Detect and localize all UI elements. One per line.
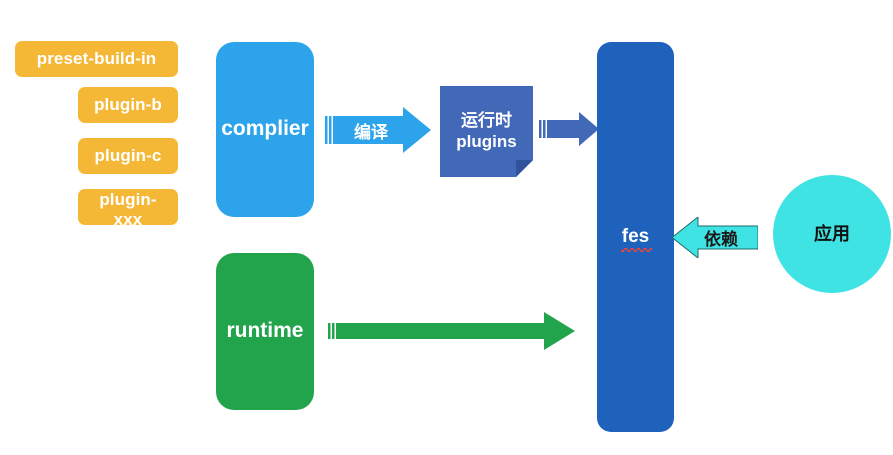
spellcheck-squiggle-icon (620, 247, 653, 252)
plugin-chip-plugin-c[interactable]: plugin-c (78, 138, 178, 174)
folded-corner-shape (440, 86, 533, 177)
arrow-depend[interactable] (671, 215, 759, 260)
node-runtime-label: runtime (226, 319, 304, 343)
node-fes[interactable]: fes (597, 42, 674, 432)
node-runtime[interactable]: runtime (216, 253, 314, 410)
plugin-chip-preset-build-in[interactable]: preset-build-in (15, 41, 178, 77)
plugin-chip-label-line2: xxx (113, 209, 143, 229)
node-runtime-plugins-label-line2: plugins (456, 131, 517, 151)
node-runtime-plugins-label-line1: 运行时 (460, 110, 512, 130)
node-app[interactable]: 应用 (773, 175, 891, 293)
node-complier-label: complier (221, 117, 309, 141)
plugin-chip-label: preset-build-in (36, 49, 157, 69)
node-runtime-plugins[interactable]: 运行时 plugins (440, 86, 533, 177)
arrow-runtime-to-fes[interactable] (328, 312, 575, 350)
node-fes-label-wrap: fes (620, 226, 653, 252)
node-runtime-plugins-label: 运行时 plugins (456, 111, 516, 152)
node-fes-label: fes (621, 226, 650, 248)
node-complier[interactable]: complier (216, 42, 314, 217)
node-app-label: 应用 (814, 223, 850, 244)
plugin-chip-label: plugin-b (94, 95, 162, 115)
plugin-chip-plugin-xxx[interactable]: plugin- xxx (78, 189, 178, 229)
plugin-chip-label-line1: plugin- (99, 190, 157, 209)
plugin-chip-plugin-b[interactable]: plugin-b (78, 87, 178, 123)
arrow-compile[interactable] (325, 107, 431, 153)
plugin-chip-label: plugin-c (94, 146, 162, 166)
arrow-plugins-to-fes[interactable] (539, 112, 599, 146)
